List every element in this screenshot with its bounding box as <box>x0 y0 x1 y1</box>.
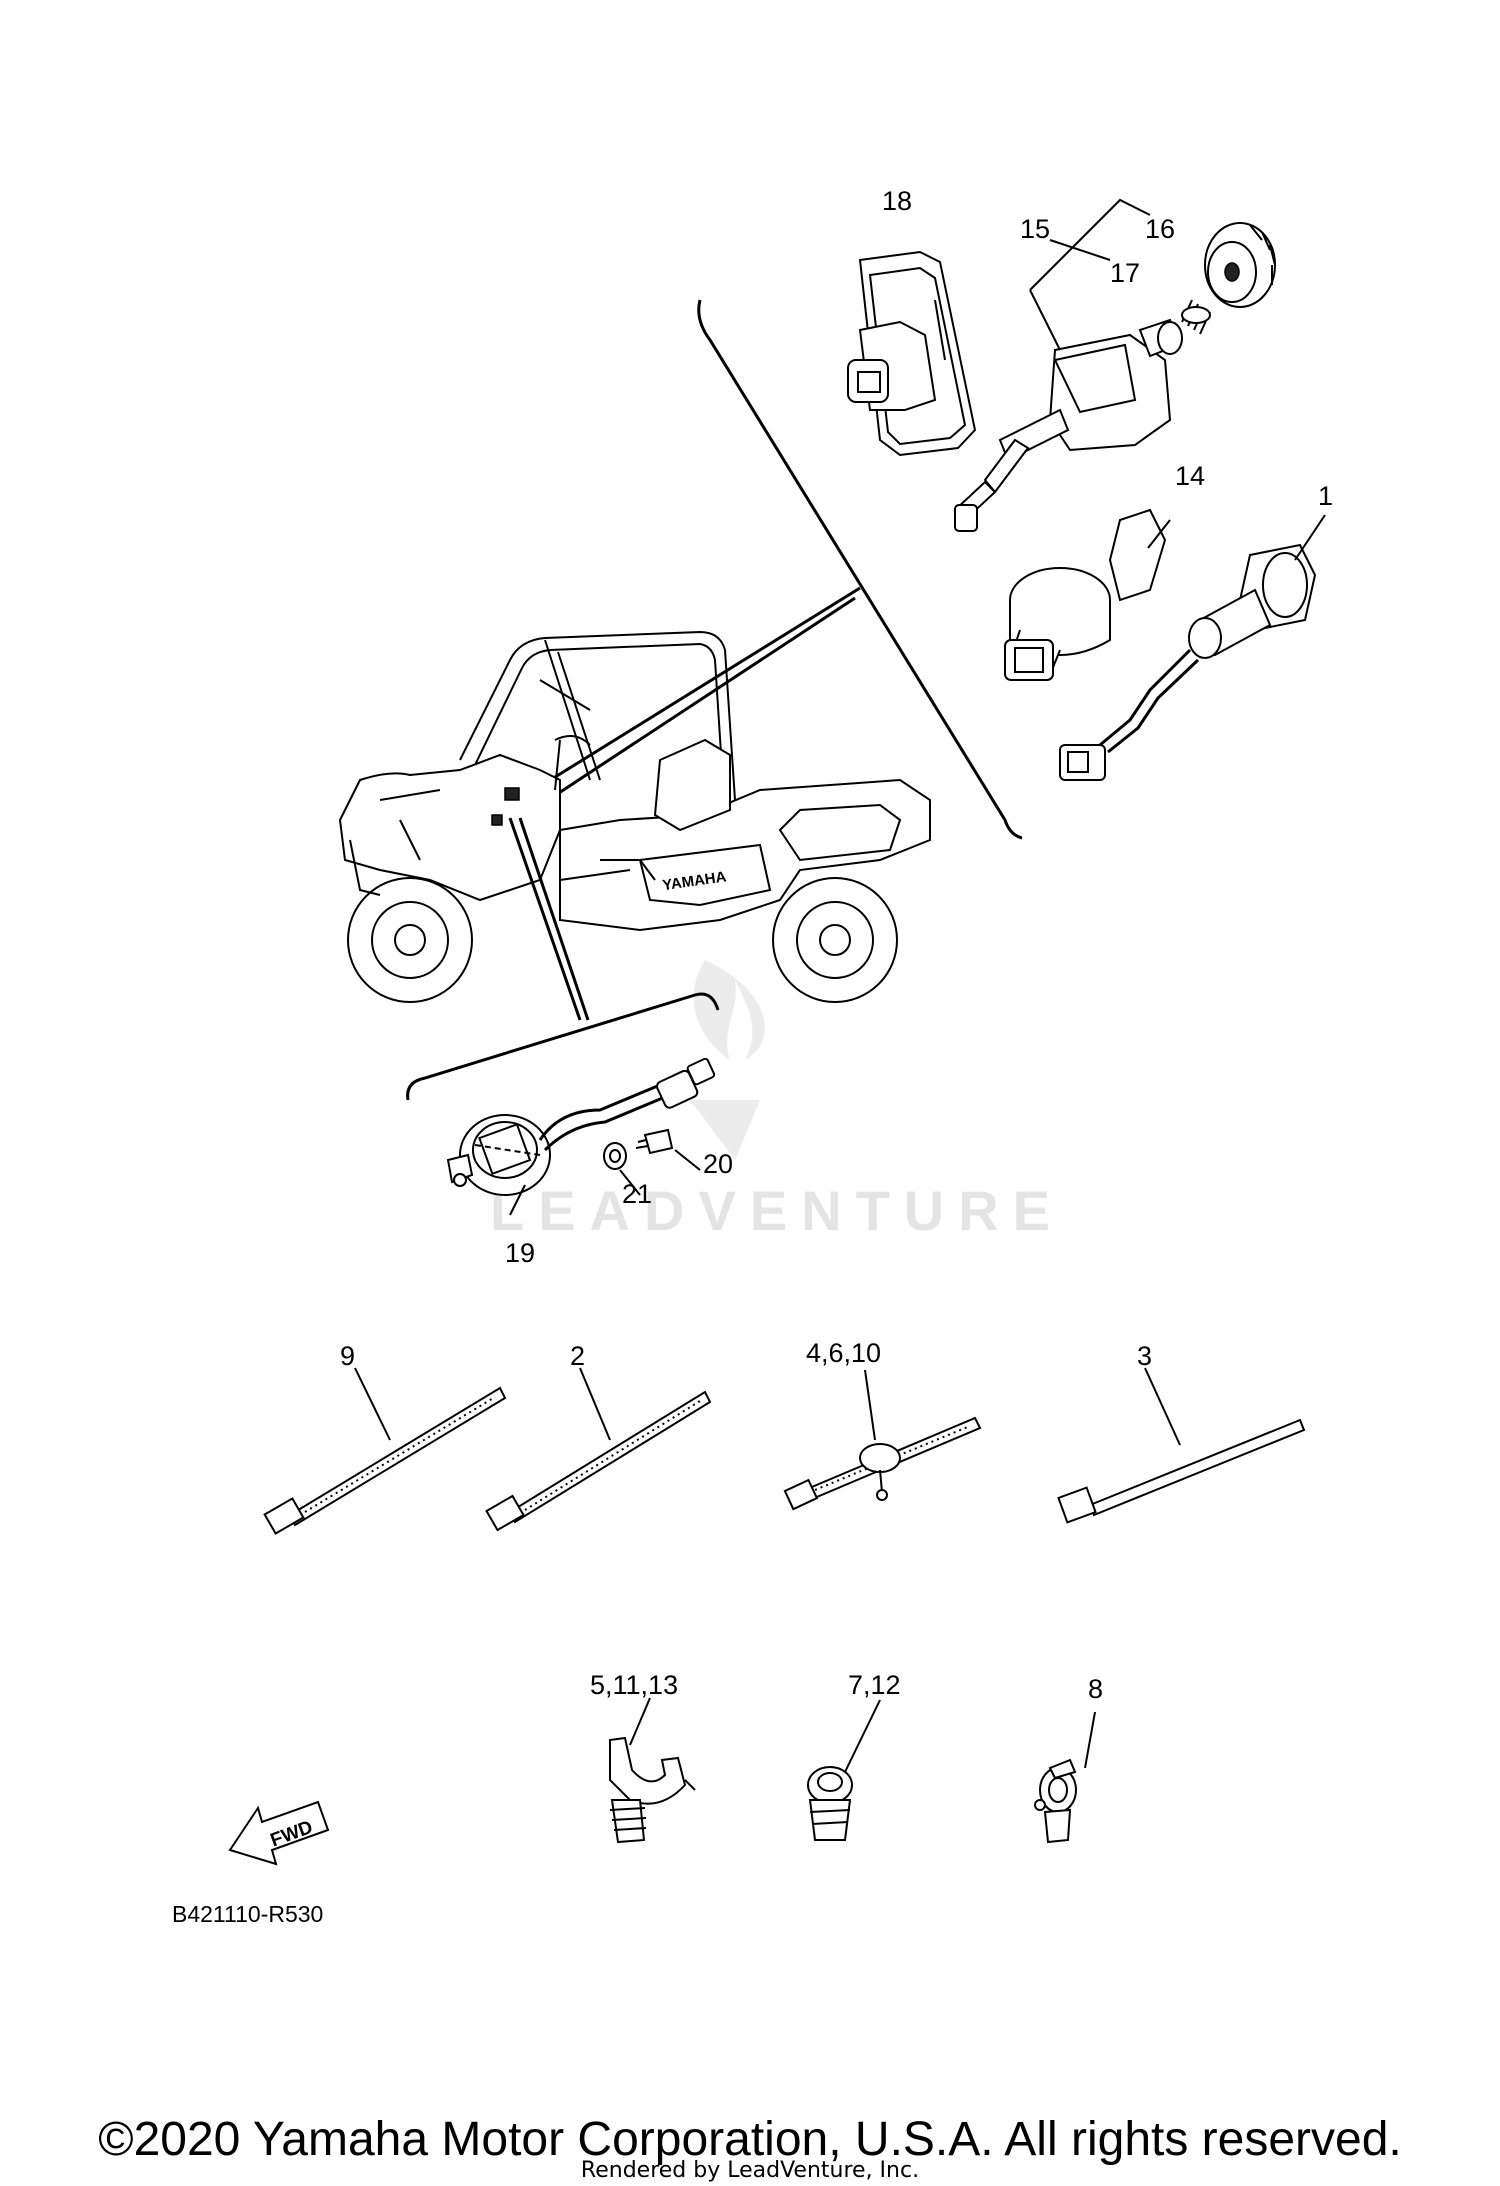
callout-20: 20 <box>703 1149 733 1179</box>
part-3-cable-tie <box>1057 1418 1306 1524</box>
leader-2 <box>579 1367 611 1441</box>
leader-20 <box>674 1149 701 1171</box>
leader-3 <box>1144 1367 1181 1446</box>
leader-4-6-10 <box>864 1369 876 1441</box>
callout-7-12: 7,12 <box>848 1670 901 1700</box>
callout-5-11-13: 5,11,13 <box>590 1670 678 1700</box>
diagram-code: B421110-R530 <box>172 1901 323 1927</box>
callout-2: 2 <box>570 1341 585 1371</box>
leader-19 <box>509 1184 526 1216</box>
leadventure-watermark: LEADVENTURE <box>490 960 1064 1242</box>
leader-8 <box>1084 1711 1096 1769</box>
part-16-knob <box>1204 222 1276 308</box>
part-19-sensor <box>446 1057 716 1196</box>
upper-detail-bracket <box>509 299 1023 840</box>
callout-1: 1 <box>1318 481 1333 511</box>
rendered-by-notice: Rendered by LeadVenture, Inc. <box>580 2158 920 2183</box>
callout-18: 18 <box>882 186 912 216</box>
callout-21: 21 <box>622 1179 652 1209</box>
leader-7-12 <box>844 1699 881 1773</box>
callout-9: 9 <box>340 1341 355 1371</box>
part-14-switch <box>1004 508 1167 681</box>
part-15-switch-assembly <box>953 318 1183 532</box>
callout-14: 14 <box>1175 461 1205 491</box>
part-17-spring <box>1181 299 1211 335</box>
watermark-text: LEADVENTURE <box>490 1179 1064 1242</box>
callout-17: 17 <box>1110 258 1140 288</box>
part-21-washer <box>603 1142 627 1170</box>
part-4-6-10-cable-tie <box>783 1416 982 1511</box>
fwd-arrow-icon: FWD <box>228 1800 330 1866</box>
callout-15: 15 <box>1020 214 1050 244</box>
copyright-notice: ©2020 Yamaha Motor Corporation, U.S.A. A… <box>98 2113 1402 2166</box>
part-9-cable-tie <box>263 1386 507 1535</box>
callout-16: 16 <box>1145 214 1175 244</box>
part-7-12-clamp <box>807 1766 853 1841</box>
vehicle-illustration: YAMAHA <box>338 630 931 1003</box>
callouts: 18 15 16 17 14 1 20 21 19 9 2 4,6,10 3 5… <box>340 186 1333 1704</box>
leader-1 <box>1294 514 1326 561</box>
part-1-socket <box>1059 543 1317 781</box>
bracket-15-16-17 <box>1029 198 1151 351</box>
part-8-clamp <box>1034 1758 1077 1844</box>
part-20-bolt <box>635 1128 674 1155</box>
part-18-panel-switch <box>847 250 977 457</box>
leader-21 <box>619 1169 641 1196</box>
callout-19: 19 <box>505 1238 535 1268</box>
part-5-11-13-clamp <box>609 1736 696 1844</box>
leader-9 <box>354 1367 391 1441</box>
callout-8: 8 <box>1088 1674 1103 1704</box>
leader-14 <box>1147 519 1171 549</box>
part-2-cable-tie <box>485 1390 712 1532</box>
callout-4-6-10: 4,6,10 <box>806 1338 881 1368</box>
lower-detail-bracket <box>406 817 720 1101</box>
leader-5-11-13 <box>629 1697 651 1746</box>
callout-3: 3 <box>1137 1341 1152 1371</box>
